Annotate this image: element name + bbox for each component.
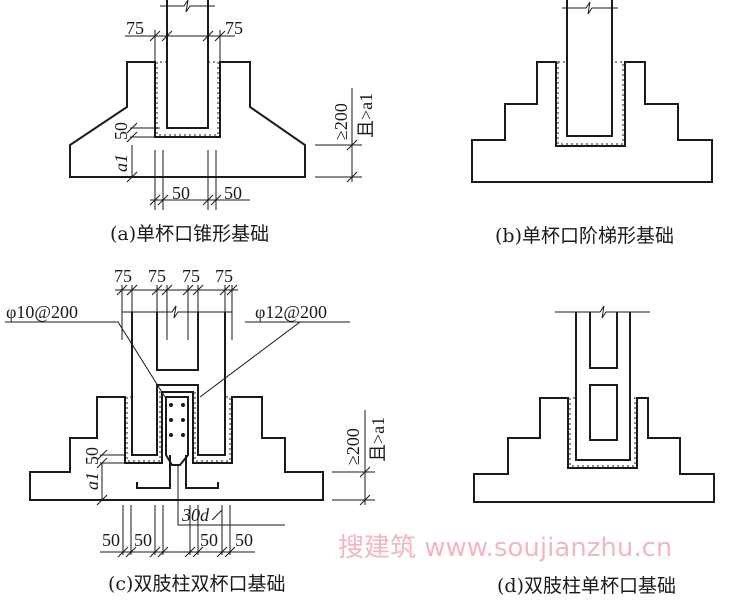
watermark: 搜建筑 www.soujianzhu.cn xyxy=(338,533,672,563)
dim-label: 50 xyxy=(235,530,253,550)
panel-c-anchor-dim xyxy=(177,465,285,526)
rebar-label-right: φ12@200 xyxy=(255,302,327,322)
dim-label: 50 xyxy=(134,530,152,550)
panel-c-leader-lines xyxy=(5,321,350,398)
dim-label: 50 xyxy=(111,122,131,140)
dim-label: 50 xyxy=(224,183,242,203)
panel-b-caption: (b)单杯口阶梯形基础 xyxy=(495,225,674,247)
panel-c-column xyxy=(131,312,226,456)
panel-a-column xyxy=(166,0,209,129)
panel-c-anchor-bars xyxy=(136,455,219,489)
panel-d-caption: (d)双肢柱单杯口基础 xyxy=(497,575,676,597)
panel-c-top-dims xyxy=(115,284,238,340)
dim-label: 50 xyxy=(172,183,190,203)
dim-label: a1 xyxy=(82,472,102,490)
panel-a-foundation-outline xyxy=(69,61,306,178)
dim-label: 50 xyxy=(82,447,102,465)
panel-c-drawing: 75 75 75 75 φ10@200 φ12@200 30d 50 50 50… xyxy=(5,266,388,595)
panel-a-top-dims xyxy=(125,30,235,62)
panel-c-rebar-cage xyxy=(165,396,189,466)
panel-c-caption: (c)双肢柱双杯口基础 xyxy=(108,573,285,595)
panel-d-column xyxy=(575,312,631,461)
dim-label: 且>a1 xyxy=(368,417,388,462)
panel-a-break-line xyxy=(160,0,215,13)
panel-a-bottom-dims xyxy=(149,150,250,210)
dim-label: ≥200 xyxy=(331,103,351,140)
panel-a-drawing: 75 75 50 50 50 a1 ≥200 且>a1 (a)单杯口锥形基础 xyxy=(69,0,376,245)
dim-label: 75 xyxy=(225,18,243,38)
dim-label: 且>a1 xyxy=(356,93,376,138)
dim-label: 75 xyxy=(215,266,233,286)
dim-label: 75 xyxy=(114,266,132,286)
panel-c-rebar-dots xyxy=(169,403,185,437)
panel-c-bottom-dims xyxy=(100,505,255,558)
panel-d-foundation-outline xyxy=(473,397,715,503)
panel-b-drawing: (b)单杯口阶梯形基础 xyxy=(471,0,713,247)
panel-c-break-line xyxy=(122,305,232,319)
panel-c-left-dims xyxy=(96,449,125,506)
dim-label: 75 xyxy=(148,266,166,286)
dim-label: 50 xyxy=(200,530,218,550)
panel-d-break-line xyxy=(555,305,650,319)
panel-d-grout xyxy=(569,397,636,467)
panel-b-break-line xyxy=(562,1,618,15)
panel-c-right-dims xyxy=(332,410,375,506)
dim-label: a1 xyxy=(111,154,131,172)
panel-b-foundation-outline xyxy=(471,61,713,183)
dim-label: 50 xyxy=(102,530,120,550)
panel-b-column xyxy=(566,0,613,137)
anchor-label: 30d xyxy=(181,505,210,525)
panel-a-left-dims xyxy=(126,122,160,183)
dim-label: 75 xyxy=(182,266,200,286)
rebar-label-left: φ10@200 xyxy=(6,302,78,322)
dim-label: ≥200 xyxy=(343,428,363,465)
panel-a-caption: (a)单杯口锥形基础 xyxy=(110,223,269,245)
panel-a-right-dims xyxy=(315,88,362,183)
dim-label: 75 xyxy=(126,18,144,38)
panel-d-drawing: (d)双肢柱单杯口基础 xyxy=(473,305,715,597)
panel-c-foundation-outline xyxy=(29,391,324,501)
